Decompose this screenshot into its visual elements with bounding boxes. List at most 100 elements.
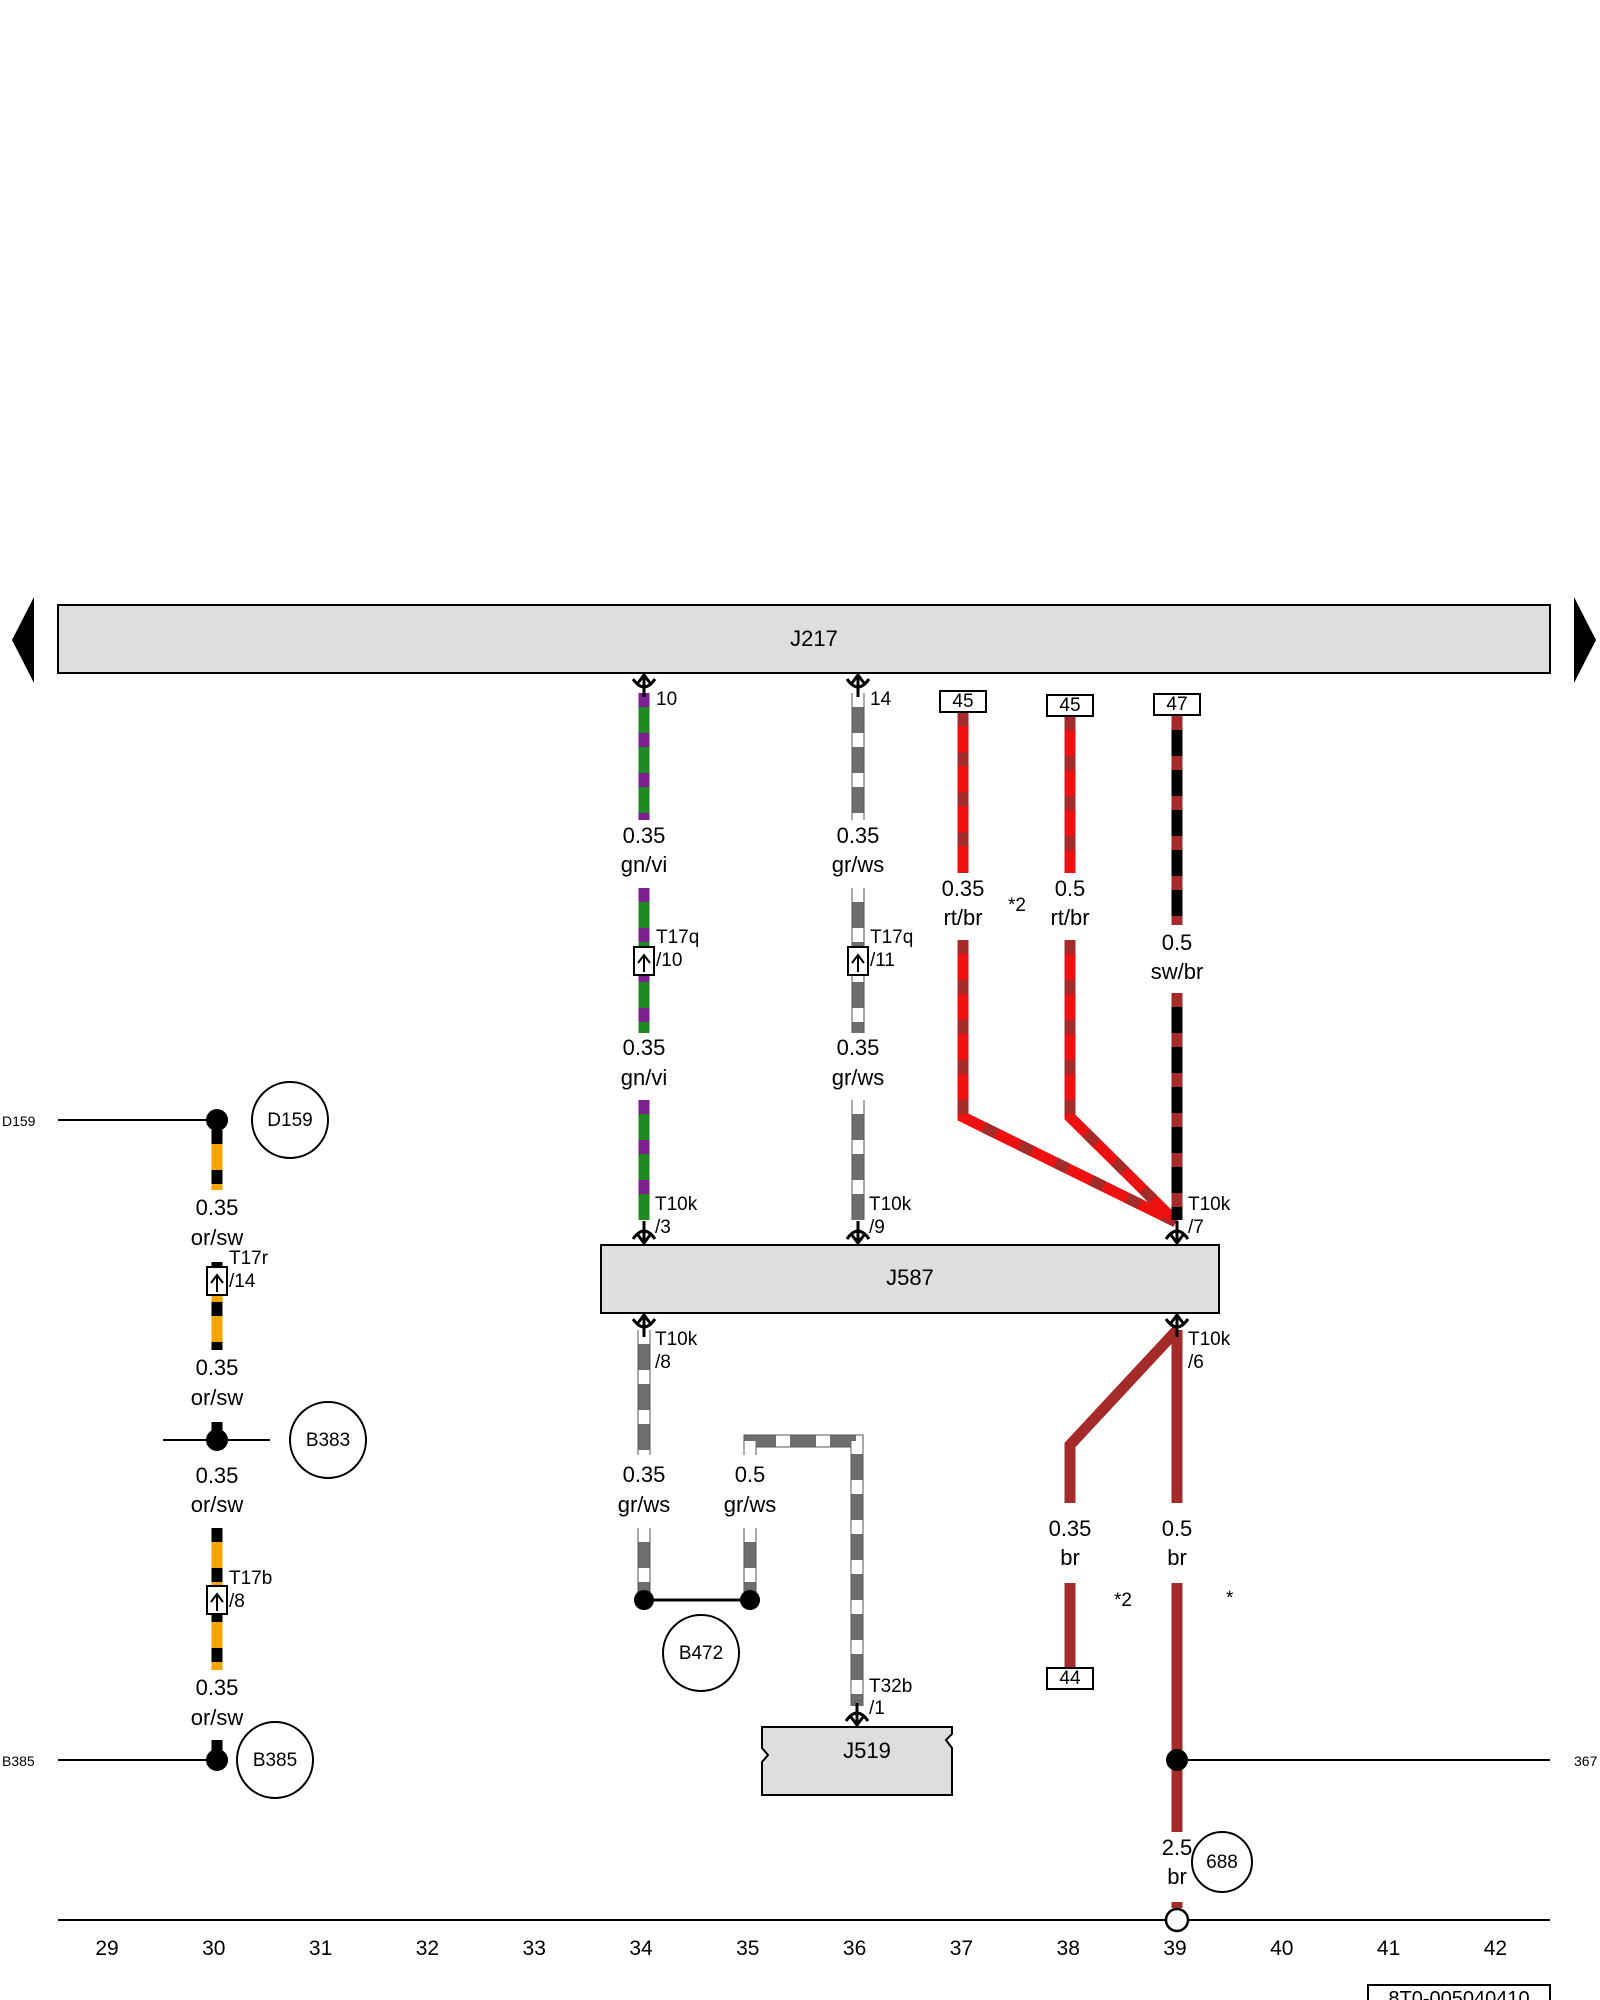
wire-gauge-label: 0.35 — [196, 1195, 239, 1220]
pin-arrow-icon — [845, 672, 871, 697]
wire-gauge-label: 0.35 — [623, 1035, 666, 1060]
edge-ref-b385: B385 — [2, 1753, 35, 1769]
note-star: * — [1226, 1588, 1234, 1609]
ground-point-688 — [1164, 1907, 1190, 1933]
pin-arrow-icon — [1164, 1221, 1190, 1246]
wire-color-label: gn/vi — [621, 852, 667, 877]
wire-color-label: rt/br — [943, 905, 982, 930]
connector-box-t17q-11 — [847, 946, 869, 976]
pin-arrow-icon — [1164, 1312, 1190, 1337]
wire-color-label: br — [1167, 1545, 1187, 1570]
wire-gr-ws-col35 — [743, 1434, 864, 1706]
doc-number-box: 8T0-005040410 — [1367, 1984, 1551, 2000]
connector-box-t17r-14 — [206, 1266, 228, 1296]
wire-color-label: br — [1060, 1545, 1080, 1570]
wire-gauge-label: 0.35 — [196, 1355, 239, 1380]
grid-number: 33 — [523, 1937, 546, 1960]
wire-outline — [743, 1434, 864, 1706]
grid-number: 32 — [416, 1937, 439, 1960]
wire-color-label: rt/br — [1050, 905, 1089, 930]
grid-number: 41 — [1377, 1937, 1400, 1960]
connector-pin-label: /1 — [869, 1698, 885, 1719]
wire-gauge-label: 0.5 — [735, 1462, 766, 1487]
wire-color-label: or/sw — [191, 1225, 244, 1250]
wire-gauge-label: 0.5 — [1162, 930, 1193, 955]
splice-dot-b385 — [206, 1749, 228, 1771]
connector-pin-label: /3 — [655, 1217, 671, 1238]
grid-number: 39 — [1163, 1937, 1186, 1960]
svg-text:688: 688 — [1206, 1852, 1238, 1873]
connector-pin-label: /8 — [655, 1352, 671, 1373]
splice-dot-b383 — [206, 1429, 228, 1451]
pin-symbols — [631, 672, 1190, 1728]
pin-arrow-icon — [631, 1312, 657, 1337]
connector-box-t17b-8 — [206, 1585, 228, 1615]
splice-dot-b472-left — [634, 1590, 654, 1610]
svg-text:45: 45 — [1059, 695, 1080, 716]
note-star2: *2 — [1008, 895, 1026, 916]
wire-color-label: or/sw — [191, 1492, 244, 1517]
grid-number: 40 — [1270, 1937, 1293, 1960]
connector-label: T10k — [655, 1329, 698, 1350]
pin-arrow-icon — [845, 1221, 871, 1246]
grid-number: 29 — [95, 1937, 118, 1960]
next-page-arrow-icon[interactable] — [1574, 597, 1596, 683]
connector-label: T10k — [869, 1194, 912, 1215]
connector-label: T10k — [1188, 1194, 1231, 1215]
splice-dot-367 — [1166, 1749, 1188, 1771]
wire-gauge-label: 0.35 — [942, 876, 985, 901]
wire-br-035 — [1064, 1326, 1182, 1668]
j519-label: J519 — [843, 1738, 891, 1763]
ref-box-45-b: 45 — [1046, 694, 1094, 717]
connector-pin-label: /6 — [1188, 1352, 1204, 1373]
splice-label-b385: B385 — [236, 1721, 314, 1799]
wire-color-label: gr/ws — [618, 1492, 671, 1517]
svg-text:D159: D159 — [267, 1110, 312, 1131]
grid-number: 34 — [629, 1937, 653, 1960]
splice-label-b383: B383 — [289, 1401, 367, 1479]
pin-label-14: 14 — [870, 689, 892, 710]
grid-number: 42 — [1484, 1937, 1507, 1960]
connector-pin-label: /11 — [870, 950, 895, 971]
grid-number: 37 — [950, 1937, 973, 1960]
wire-gauge-label: 0.35 — [837, 1035, 880, 1060]
wire-rt-br-035 — [957, 712, 1179, 1227]
wire-color-label: gr/ws — [724, 1492, 777, 1517]
connector-pin-label: /10 — [656, 950, 682, 971]
wire-gauge-label: 2.5 — [1162, 1835, 1193, 1860]
wire-color-label: gn/vi — [621, 1065, 667, 1090]
ground-label-688: 688 — [1191, 1831, 1253, 1893]
connector-pin-label: /8 — [229, 1591, 245, 1612]
svg-text:45: 45 — [952, 691, 973, 712]
wire-stripe — [744, 1435, 863, 1706]
control-unit-j587: J587 — [600, 1244, 1220, 1314]
grid-number: 36 — [843, 1937, 866, 1960]
svg-text:B472: B472 — [679, 1643, 723, 1664]
pin-label-10: 10 — [656, 689, 677, 710]
splice-dot-d159 — [206, 1109, 228, 1131]
connector-label: T17q — [656, 927, 699, 948]
doc-number: 8T0-005040410 — [1388, 1988, 1529, 2000]
svg-text:47: 47 — [1166, 694, 1187, 715]
prev-page-arrow-icon[interactable] — [12, 597, 34, 683]
pin-arrow-icon — [631, 672, 657, 697]
ref-box-44: 44 — [1046, 1667, 1094, 1690]
pin-arrow-icon — [844, 1703, 870, 1728]
splice-label-d159: D159 — [251, 1081, 329, 1159]
grid-number: 31 — [309, 1937, 332, 1960]
grid-number: 30 — [202, 1937, 225, 1960]
wire-gauge-label: 0.35 — [196, 1675, 239, 1700]
connector-label: T10k — [1188, 1329, 1231, 1350]
connector-pin-label: /7 — [1188, 1217, 1204, 1238]
wire-color-label: or/sw — [191, 1385, 244, 1410]
wire-gauge-label: 0.35 — [1049, 1516, 1092, 1541]
ref-box-45-a: 45 — [939, 690, 987, 713]
wire-color-label: gr/ws — [832, 1065, 885, 1090]
wire-gauge-label: 0.5 — [1162, 1516, 1193, 1541]
wire-color-label: br — [1167, 1864, 1187, 1889]
wire-gauge-label: 0.35 — [196, 1463, 239, 1488]
connector-label: T10k — [655, 1194, 698, 1215]
connector-label: T32b — [869, 1676, 912, 1697]
